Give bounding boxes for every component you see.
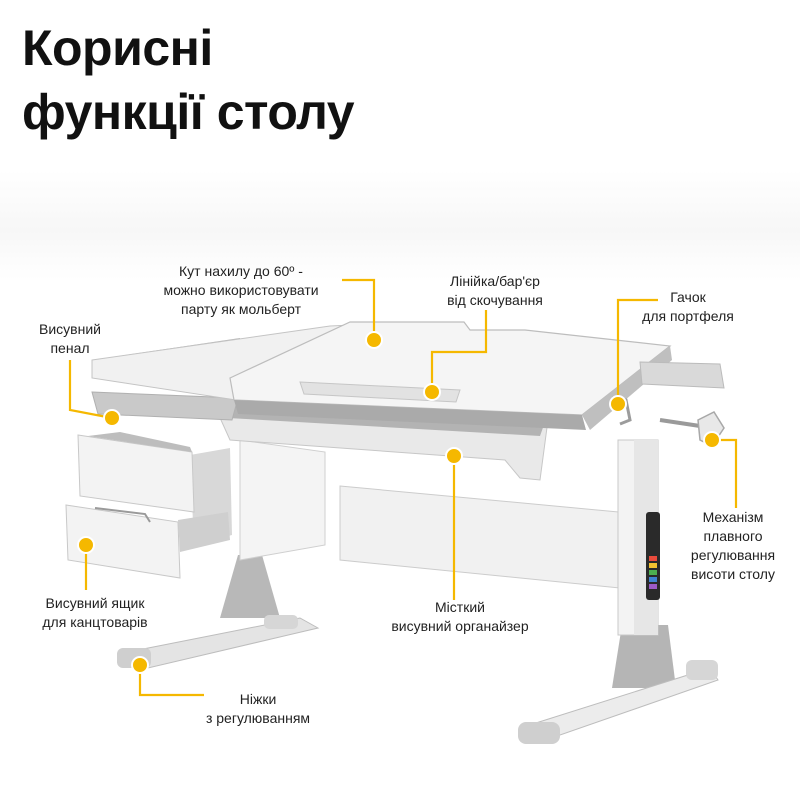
pencil-case-label-line-1: Висувний [39, 321, 101, 337]
legs-label-line-1: Ніжки [239, 691, 277, 707]
ruler-label-line-2: від скочування [447, 292, 543, 308]
mechanism-label-line-3: регулювання [690, 547, 776, 563]
title-line-2: функції столу [22, 84, 355, 140]
organizer-label-line-1: Місткий [435, 599, 485, 615]
pencil-case-label-line-2: пенал [50, 340, 90, 356]
mechanism-label-line-1: Механізм [702, 509, 764, 525]
ruler-leader-line [430, 310, 488, 392]
stationery-drawer-dot [77, 536, 95, 554]
ruler-dot [423, 383, 441, 401]
tilt-label-line-2: можно використовувати [163, 282, 319, 298]
hook-dot [609, 395, 627, 413]
title-line-1: Корисні [22, 20, 213, 76]
mechanism-label-line-2: плавного [703, 528, 763, 544]
callout-dots [77, 331, 721, 674]
tilt-label-line-1: Кут нахилу до 60º - [179, 263, 303, 279]
mechanism-label: Механізм плавного регулювання висоти сто… [666, 508, 800, 584]
hook-label-line-1: Гачок [670, 289, 706, 305]
desk-top [91, 321, 672, 430]
side-shelf [639, 361, 725, 389]
callout-lines [68, 278, 738, 697]
organizer-label: Місткий висувний органайзер [370, 598, 550, 636]
mechanism-label-line-4: висоти столу [691, 566, 775, 582]
page-title: Корисні функції столу [22, 16, 355, 144]
side-panel [239, 439, 326, 561]
mechanism-dot [703, 431, 721, 449]
tilt-label-line-3: парту як мольберт [180, 301, 301, 317]
tilt-label: Кут нахилу до 60º - можно використовуват… [128, 262, 354, 319]
stationery-drawer-label-line-2: для канцтоварів [42, 614, 148, 630]
stationery-drawer-label: Висувний ящик для канцтоварів [10, 594, 180, 632]
legs-label: Ніжки з регулюванням [188, 690, 328, 728]
crossbar [339, 485, 641, 591]
drawers [65, 432, 232, 579]
height-column [617, 439, 660, 636]
pencil-case-dot [103, 409, 121, 427]
legs-dot [131, 656, 149, 674]
hook-leader-line [616, 298, 658, 402]
stationery-drawer-label-line-1: Висувний ящик [45, 595, 145, 611]
background-fade [0, 170, 800, 280]
ruler-label-line-1: Лінійка/бар'єр [450, 273, 540, 289]
hook-label-line-2: для портфеля [642, 308, 734, 324]
pencil-case-label: Висувний пенал [20, 320, 120, 358]
pencil-tray [91, 391, 239, 421]
hook-label: Гачок для портфеля [628, 288, 748, 326]
ruler-label: Лінійка/бар'єр від скочування [420, 272, 570, 310]
mechanism-leader-line [718, 438, 738, 508]
tilt-leader-line [342, 278, 376, 340]
tilt-dot [365, 331, 383, 349]
organizer-label-line-2: висувний органайзер [391, 618, 529, 634]
organizer-dot [445, 447, 463, 465]
pencil-case-leader-line [68, 360, 113, 420]
legs-label-line-2: з регулюванням [205, 710, 311, 726]
legs-leader-line [138, 665, 204, 697]
